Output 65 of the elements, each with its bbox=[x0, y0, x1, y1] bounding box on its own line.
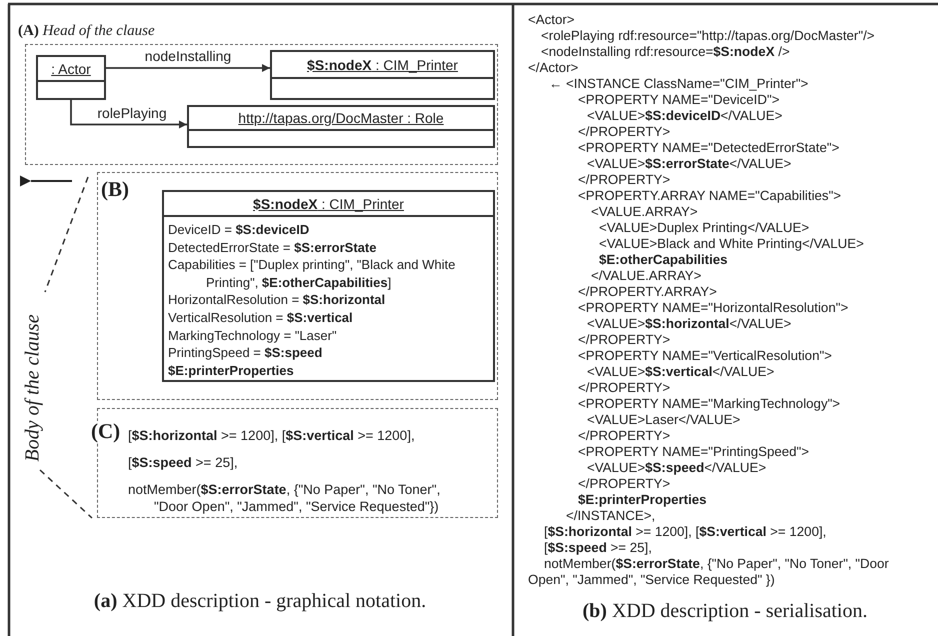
attribute-text: DetectedErrorState = $S:errorState bbox=[168, 238, 378, 256]
region-heading: (B) bbox=[101, 179, 129, 200]
caption: (a) XDD description - graphical notation. bbox=[94, 590, 426, 613]
attribute-text: DeviceID = $S:deviceID bbox=[168, 221, 310, 239]
uml-class-box bbox=[187, 105, 495, 148]
attribute-text: MarkingTechnology = "Laser" bbox=[168, 326, 338, 344]
code-line: </PROPERTY> bbox=[578, 172, 670, 188]
code-line: ← <INSTANCE ClassName="CIM_Printer"> bbox=[549, 76, 808, 92]
code-line: $E:otherCapabilities bbox=[599, 252, 728, 268]
code-line: </PROPERTY.ARRAY> bbox=[578, 284, 717, 300]
code-line: </Actor> bbox=[528, 60, 578, 76]
code-line: <PROPERTY NAME="PrintingSpeed"> bbox=[578, 444, 810, 460]
code-line: </VALUE.ARRAY> bbox=[591, 268, 702, 284]
uml-class-box bbox=[162, 190, 495, 382]
code-line: <VALUE>$S:deviceID</VALUE> bbox=[587, 108, 782, 124]
code-line: <VALUE>$S:vertical</VALUE> bbox=[587, 364, 774, 380]
code-line: </PROPERTY> bbox=[578, 332, 670, 348]
code-line: <PROPERTY NAME="HorizontalResolution"> bbox=[578, 300, 848, 316]
attribute-text: VerticalResolution = $S:vertical bbox=[168, 308, 354, 327]
uml-class-box bbox=[270, 50, 495, 100]
code-line: <VALUE>Black and White Printing</VALUE> bbox=[599, 236, 864, 252]
code-line: </PROPERTY> bbox=[578, 124, 670, 140]
code-line: $E:printerProperties bbox=[578, 492, 707, 508]
constraint-text: [$S:speed >= 25], bbox=[128, 454, 239, 471]
attribute-text: PrintingSpeed = $S:speed bbox=[168, 344, 324, 362]
attribute-text: $E:printerProperties bbox=[168, 362, 295, 380]
attribute-text: HorizontalResolution = $S:horizontal bbox=[168, 291, 386, 309]
region-heading: (A) Head of the clause bbox=[18, 23, 155, 40]
code-line: <Actor> bbox=[528, 12, 575, 28]
arrow bbox=[106, 64, 270, 72]
code-line: <VALUE>$S:horizontal</VALUE> bbox=[587, 316, 792, 332]
code-line: [$S:horizontal >= 1200], [$S:vertical >= 1200], bbox=[544, 524, 826, 540]
arrow bbox=[70, 100, 187, 128]
code-line: <PROPERTY.ARRAY NAME="Capabilities"> bbox=[578, 188, 842, 204]
code-line: <nodeInstalling rdf:resource=$S:nodeX /> bbox=[541, 44, 790, 60]
bracket-label: Body of the clause bbox=[22, 314, 44, 462]
class-name: $S:nodeX : CIM_Printer bbox=[253, 196, 404, 212]
constraint-text: notMember($S:errorState, {"No Paper", "No Toner", "Door Open", "Jammed", "Service Requested"}) bbox=[128, 481, 442, 515]
edge-label: nodeInstalling bbox=[144, 48, 232, 64]
code-line: [$S:speed >= 25], bbox=[544, 540, 652, 556]
code-line: <VALUE>Laser</VALUE> bbox=[587, 412, 740, 428]
code-line: <PROPERTY NAME="VerticalResolution"> bbox=[578, 348, 832, 364]
dashed-region bbox=[97, 172, 498, 400]
class-name: http://tapas.org/DocMaster : Role bbox=[238, 110, 444, 126]
code-line: <PROPERTY NAME="MarkingTechnology"> bbox=[578, 396, 840, 412]
code-line: <VALUE>$S:errorState</VALUE> bbox=[587, 156, 792, 172]
code-line: <VALUE>Duplex Printing</VALUE> bbox=[599, 220, 810, 236]
uml-class-box bbox=[36, 55, 106, 100]
code-line: <rolePlaying rdf:resource="http://tapas.org/DocMaster"/> bbox=[541, 28, 875, 44]
region-heading: (C) bbox=[91, 421, 120, 442]
code-line: <VALUE.ARRAY> bbox=[591, 204, 698, 220]
code-line: </PROPERTY> bbox=[578, 428, 670, 444]
edge-label: rolePlaying bbox=[96, 104, 168, 120]
code-line: <PROPERTY NAME="DeviceID"> bbox=[578, 92, 780, 108]
class-name: : Actor bbox=[51, 60, 91, 76]
constraint-text: [$S:horizontal >= 1200], [$S:vertical >= 1200], bbox=[128, 427, 416, 444]
code-line: notMember($S:errorState, {"No Paper", "No Toner", "Door Open", "Jammed", "Service Requested" }) bbox=[528, 556, 890, 588]
code-line: </PROPERTY> bbox=[578, 476, 670, 492]
attribute-text: Capabilities = ["Duplex printing", "Black and White Printing", $E:otherCapabilities] bbox=[168, 256, 456, 292]
code-line: <VALUE>$S:speed</VALUE> bbox=[587, 460, 766, 476]
code-line: </PROPERTY> bbox=[578, 380, 670, 396]
class-name: $S:nodeX : CIM_Printer bbox=[307, 56, 458, 72]
code-line: </INSTANCE>, bbox=[566, 508, 656, 524]
caption: (b) XDD description - serialisation. bbox=[582, 600, 868, 623]
code-line: <PROPERTY NAME="DetectedErrorState"> bbox=[578, 140, 840, 156]
